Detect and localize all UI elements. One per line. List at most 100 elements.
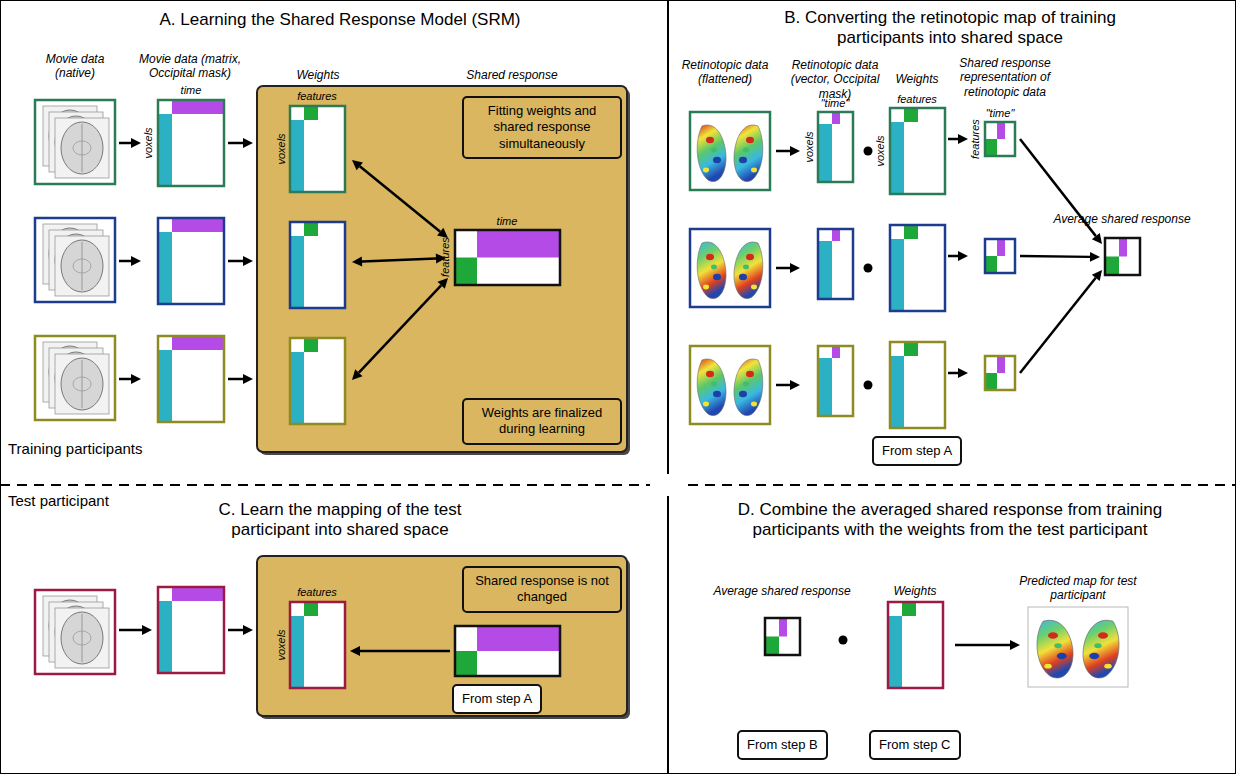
label-slot: features (439, 237, 452, 277)
brain-outline (61, 358, 103, 410)
label-slot: Movie data (native) (35, 52, 115, 81)
label-slot: Test participant (8, 492, 109, 510)
map-spot (1054, 643, 1062, 648)
matrix-cell (1105, 257, 1119, 276)
dot-product-symbol (864, 147, 873, 156)
matrix-cell (818, 358, 832, 416)
movie-matrix (158, 587, 224, 673)
matrix-cell (158, 232, 172, 304)
arrow-head (243, 374, 253, 384)
arrow-line (948, 138, 958, 141)
map-hemisphere (697, 359, 726, 416)
panel-divider (667, 0, 669, 474)
flat-map (1037, 620, 1119, 678)
label-slot: Predicted map for test participant (1018, 574, 1138, 603)
arrow-line (228, 629, 243, 632)
matrix-cell (455, 626, 560, 676)
box-text: From step A (882, 443, 952, 459)
label-slot: D. Combine the averaged shared response … (710, 500, 1190, 541)
arrow-line (228, 378, 243, 381)
arrow-head (131, 256, 141, 266)
matrix-cell (477, 230, 560, 258)
map-spot (703, 285, 709, 290)
label-slot: "time" (810, 97, 860, 110)
shared-response-matrix (1105, 238, 1140, 275)
source-box: From step C (869, 730, 961, 760)
matrix-cell (985, 256, 997, 273)
label-slot: Weights (885, 584, 945, 598)
arrow-head (1010, 640, 1020, 650)
label-slot: Retinotopic data (vector, Occipital mask… (783, 58, 887, 101)
map-spot (711, 382, 717, 387)
matrix-cell (832, 112, 840, 124)
matrix-cell (818, 241, 832, 299)
map-spot (746, 371, 754, 377)
column-header: Weights (893, 584, 936, 598)
arrow-head (243, 256, 253, 266)
map-spot (703, 402, 709, 407)
brain-frame (35, 218, 115, 302)
source-box: From step B (737, 730, 828, 760)
retinotopic-frame (690, 229, 770, 307)
matrix-cell (779, 618, 787, 637)
map-spot (746, 137, 754, 143)
arrow-line (1020, 278, 1096, 373)
map-spot (751, 168, 757, 173)
axis-label: features (439, 237, 451, 277)
weights-matrix (290, 222, 345, 308)
label-slot: features (969, 119, 982, 159)
vector-matrix (818, 346, 853, 416)
weights-matrix (890, 108, 945, 194)
arrow-head (790, 263, 800, 273)
arrow-line (1020, 255, 1090, 258)
label-slot: Average shared response (707, 584, 857, 598)
map-spot (706, 137, 714, 143)
arrow-line (228, 260, 243, 263)
matrix-cell (158, 114, 172, 186)
matrix-cell (765, 618, 800, 655)
matrix-cell (890, 108, 945, 194)
label-slot: Shared response (452, 68, 572, 82)
arrow-head (790, 146, 800, 156)
matrix-cell (290, 106, 345, 192)
arrow-line (119, 378, 131, 381)
axis-label: features (297, 586, 337, 598)
brain-ventricle (73, 141, 91, 155)
matrix-cell (158, 350, 172, 422)
matrix-cell (158, 218, 224, 304)
map-spot (743, 265, 749, 270)
matrix-cell (832, 229, 840, 241)
brain-frame (35, 100, 115, 184)
column-header: Retinotopic data (vector, Occipital mask… (791, 58, 880, 101)
map-hemisphere (734, 242, 763, 299)
axis-label: voxels (275, 133, 287, 164)
map-spot (713, 391, 721, 397)
matrix-cell (290, 222, 345, 308)
map-spot (711, 148, 717, 153)
label-slot: B. Converting the retinotopic map of tra… (770, 8, 1130, 49)
dot-product-symbol (864, 381, 873, 390)
matrix-cell (290, 338, 345, 424)
arrow-head (958, 368, 968, 378)
model-fitting-box (257, 556, 627, 716)
matrix-cell (997, 239, 1005, 256)
label-slot: Weights (887, 72, 947, 86)
matrix-cell (290, 120, 304, 192)
arrow-line (955, 644, 1010, 647)
arrow-head (790, 380, 800, 390)
arrow-head (1090, 252, 1100, 262)
dot-product-symbol (839, 636, 848, 645)
arrow-head (437, 228, 448, 238)
brain-slice (55, 118, 109, 178)
matrix-cell (158, 100, 224, 186)
shared-response-matrix (455, 230, 560, 285)
column-header: Weights (296, 68, 339, 82)
matrix-cell (290, 616, 304, 688)
matrix-cell (904, 342, 918, 356)
matrix-cell (158, 601, 172, 673)
matrix-cell (888, 602, 943, 688)
label-slot: A. Learning the Shared Response Model (S… (30, 10, 650, 30)
axis-label: time (497, 215, 518, 227)
